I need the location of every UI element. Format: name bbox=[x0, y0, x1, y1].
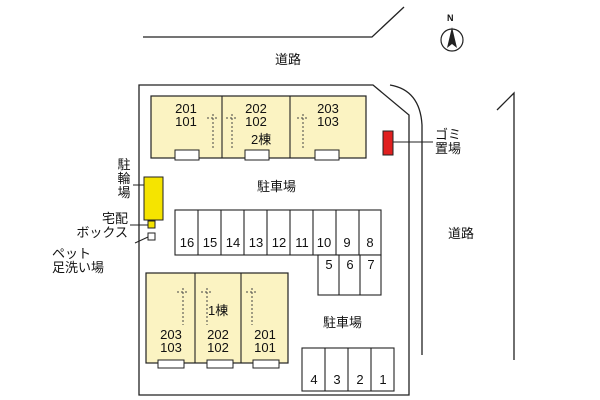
building1-unit-3-upper: 201 bbox=[254, 327, 276, 342]
parking-row-middle bbox=[317, 254, 382, 296]
building2-unit-1-upper: 201 bbox=[175, 101, 197, 116]
north-compass-icon bbox=[440, 27, 464, 52]
parking-slot-3: 3 bbox=[333, 372, 341, 387]
compass-label: N bbox=[447, 13, 454, 23]
parking-slot-2: 2 bbox=[356, 372, 364, 387]
parking-slot-16: 16 bbox=[179, 235, 195, 250]
parking-slot-4: 4 bbox=[310, 372, 318, 387]
parking-row-upper bbox=[174, 209, 382, 256]
bicycle-parking-label: 駐輪場 bbox=[117, 157, 131, 200]
north-road-line bbox=[143, 6, 405, 38]
building-1 bbox=[145, 272, 289, 369]
garbage-area-marker bbox=[382, 130, 394, 156]
building2-unit-3-upper: 203 bbox=[317, 101, 339, 116]
parking-slot-13: 13 bbox=[248, 235, 264, 250]
parking-slot-5: 5 bbox=[325, 257, 333, 272]
parking-slot-1: 1 bbox=[379, 372, 387, 387]
building1-unit-2-lower: 102 bbox=[207, 340, 229, 355]
building2-name: 2棟 bbox=[251, 132, 272, 147]
pet-wash-label: ペット 足洗い場 bbox=[52, 246, 105, 275]
building1-name: 1棟 bbox=[208, 303, 229, 318]
east-road-label: 道路 bbox=[448, 226, 475, 241]
building2-unit-1-lower: 101 bbox=[175, 114, 197, 129]
east-road-line-left bbox=[389, 84, 423, 355]
parking-slot-12: 12 bbox=[271, 235, 287, 250]
delivery-box-marker bbox=[147, 220, 156, 229]
building1-unit-1-upper: 203 bbox=[160, 327, 182, 342]
parking-slot-11: 11 bbox=[295, 235, 309, 250]
parking-slot-8: 8 bbox=[366, 235, 374, 250]
parking-slot-6: 6 bbox=[346, 257, 354, 272]
garbage-area-label: ゴミ 置場 bbox=[435, 127, 462, 156]
building2-unit-2-upper: 202 bbox=[245, 101, 267, 116]
building2-unit-2-lower: 102 bbox=[245, 114, 267, 129]
parking-slot-7: 7 bbox=[367, 257, 375, 272]
parking-slot-14: 14 bbox=[225, 235, 241, 250]
parking-label-lower: 駐車場 bbox=[323, 315, 363, 330]
building1-unit-3-lower: 101 bbox=[254, 340, 276, 355]
building-2 bbox=[150, 95, 367, 161]
pet-wash-marker bbox=[147, 232, 156, 241]
site-boundary bbox=[138, 84, 410, 396]
parking-slot-10: 10 bbox=[316, 235, 332, 250]
east-road-line-right bbox=[496, 91, 515, 360]
parking-slot-9: 9 bbox=[343, 235, 351, 250]
north-road-label: 道路 bbox=[275, 52, 302, 67]
building2-unit-3-lower: 103 bbox=[317, 114, 339, 129]
delivery-box-label: 宅配 ボックス bbox=[76, 211, 128, 240]
bicycle-parking-marker bbox=[143, 176, 164, 221]
parking-slot-15: 15 bbox=[202, 235, 218, 250]
building1-unit-2-upper: 202 bbox=[207, 327, 229, 342]
parking-row-lower bbox=[301, 347, 395, 392]
building1-unit-1-lower: 103 bbox=[160, 340, 182, 355]
parking-label-upper: 駐車場 bbox=[257, 179, 297, 194]
